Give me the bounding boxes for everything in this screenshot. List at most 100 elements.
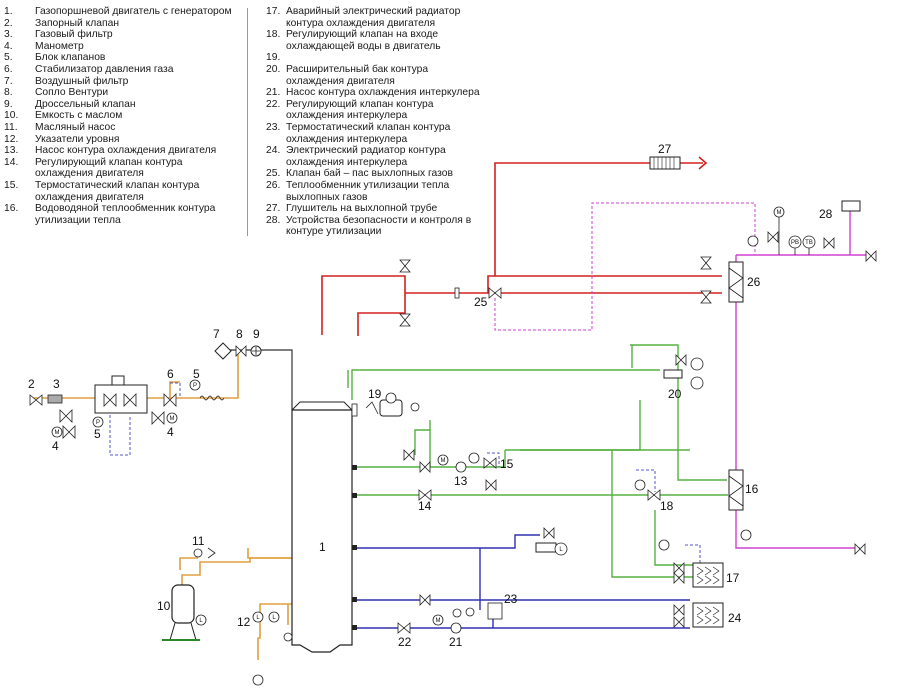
label-19: 19 <box>368 387 382 401</box>
legend-item: 11.Масляный насос <box>4 122 236 134</box>
heat-recovery-line <box>735 208 868 549</box>
legend-item-number: 13. <box>4 145 19 157</box>
intercooler-pump-and-valves: L M <box>397 527 568 634</box>
legend-item: 8. Сопло Вентури <box>4 87 236 99</box>
engine-generator <box>291 401 358 653</box>
legend-item-text: Теплообменник утилизации тепла выхлопных… <box>286 179 450 203</box>
gas-valve-block: P <box>92 375 148 428</box>
legend-item-text: Стабилизатор давления газа <box>35 63 174 75</box>
legend-item: 6. Стабилизатор давления газа <box>4 64 236 76</box>
label-5b: 5 <box>193 367 200 381</box>
label-12: 12 <box>237 615 251 629</box>
emergency-radiator <box>673 562 724 588</box>
legend-item: 26. Теплообменник утилизации тепла выхлоп… <box>266 180 488 203</box>
svg-text:L: L <box>559 547 563 553</box>
legend-item: 14. Регулирующий клапан контура охлаждени… <box>4 157 236 180</box>
legend-item: 1.Газопоршневой двигатель с генератором <box>4 6 236 18</box>
legend-item-number: 7. <box>4 75 13 87</box>
label-26: 26 <box>747 275 761 289</box>
level-label: L <box>199 618 203 624</box>
legend-item-text: Аварийный электрический радиатор контура… <box>286 6 461 29</box>
label-4b: 4 <box>167 425 174 439</box>
legend-item-text: Манометр <box>35 40 84 52</box>
legend-item-number: 2. <box>4 17 13 29</box>
legend-item-text: Блок клапанов <box>35 52 106 64</box>
label-24: 24 <box>728 611 742 625</box>
intercooler-line <box>352 534 690 629</box>
legend-item-text: Регулирующий клапан контура охлаждения д… <box>35 156 183 180</box>
legend-item-text: Дроссельный клапан <box>35 98 136 110</box>
legend-item-number: 20. <box>266 63 281 75</box>
label-14: 14 <box>418 499 432 513</box>
legend-item-number: 8. <box>4 87 13 99</box>
label-23: 23 <box>504 592 518 606</box>
label-18: 18 <box>660 499 674 513</box>
legend-item-text: Термостатический клапан контура охлажден… <box>286 121 451 145</box>
bypass-control-dashed <box>494 202 756 331</box>
legend-item-text: Водоводяной теплообменник контура утилиз… <box>35 203 216 226</box>
legend-item: 28.Устройства безопасности и контроля в … <box>266 215 488 238</box>
label-11: 11 <box>192 534 205 548</box>
gas-pressure-stabilizer: P M <box>151 379 225 425</box>
engine-cooling-line <box>347 344 728 578</box>
label-8: 8 <box>236 327 243 341</box>
cooling-pump-19 <box>365 392 420 461</box>
legend-item: 13. Насос контура охлаждения двигателя <box>4 145 236 157</box>
legend-item-number: 26. <box>266 179 281 191</box>
legend-item: 25.Клапан бай – пас выхлопных газов <box>266 168 488 180</box>
legend-item: 16.Водоводяной теплообменник контура ути… <box>4 203 236 226</box>
legend-item-number: 17. <box>266 6 281 17</box>
legend-item-number: 6. <box>4 63 13 75</box>
legend-item: 21.Насос контура охлаждения интеркулера <box>266 87 488 99</box>
legend-item-text: Указатели уровня <box>35 133 120 145</box>
legend-item-text: Газовый фильтр <box>35 29 113 41</box>
heat-exchanger-water <box>728 469 744 511</box>
expansion-tank <box>663 354 704 390</box>
legend-item-text: Регулирующий клапан на входе охлаждающей… <box>286 29 441 52</box>
legend-item-text: Сопло Вентури <box>35 87 109 99</box>
label-15: 15 <box>500 457 514 471</box>
exhaust-line <box>321 156 722 336</box>
legend-right-column: 17. Аварийный электрический радиатор конт… <box>266 6 488 238</box>
legend-item: 9.Дроссельный клапан <box>4 99 236 111</box>
svg-text:L: L <box>256 615 260 621</box>
muffler <box>649 156 681 170</box>
air-filter-venturi-throttle <box>214 342 262 360</box>
legend-item-number: 22. <box>266 98 281 110</box>
svg-text:PB: PB <box>791 240 799 246</box>
component-labels: 1 2 3 4 4 5 5 6 7 8 9 10 11 12 13 14 15 … <box>28 142 833 649</box>
legend-item-number: 1. <box>4 6 13 17</box>
legend-item: 22. Регулирующий клапан контура охлаждени… <box>266 99 488 122</box>
legend-item: 3.Газовый фильтр <box>4 29 236 41</box>
legend-item-number: 23. <box>266 121 281 133</box>
label-17: 17 <box>726 571 740 585</box>
legend-item-number: 27. <box>266 203 281 215</box>
legend-item: 23. Термостатический клапан контура охлаж… <box>266 122 488 145</box>
label-4a: 4 <box>52 439 59 453</box>
legend-item-text: Устройства безопасности и контроля в кон… <box>286 214 472 238</box>
heat-exchanger-exhaust <box>728 261 744 303</box>
legend-item: 12. Указатели уровня <box>4 134 236 146</box>
legend-item-number: 25. <box>266 168 281 180</box>
legend-item: 19. <box>266 52 488 64</box>
legend-item-number: 12. <box>4 133 19 145</box>
legend-item-text: Насос контура охлаждения двигателя <box>35 145 217 157</box>
legend-item: 18.Регулирующий клапан на входе охлаждаю… <box>266 29 488 52</box>
legend-item-number: 14. <box>4 156 19 168</box>
label-21: 21 <box>449 635 463 649</box>
legend-item-number: 19. <box>266 52 281 64</box>
legend-item-text: Регулирующий клапан контура охлаждения и… <box>286 98 434 122</box>
shutoff-valve-and-filter: M <box>29 394 76 439</box>
label-6: 6 <box>167 367 174 381</box>
label-22: 22 <box>398 635 412 649</box>
legend-item: 10.Емкость с маслом <box>4 110 236 122</box>
label-10: 10 <box>157 599 171 613</box>
legend-item: 4.Манометр <box>4 41 236 53</box>
inlet-control-valve <box>634 479 670 551</box>
legend-item: 15.Термостатический клапан контура охлаж… <box>4 180 236 203</box>
label-28: 28 <box>819 207 833 221</box>
svg-text:TB: TB <box>805 240 813 246</box>
legend-divider <box>247 8 248 236</box>
